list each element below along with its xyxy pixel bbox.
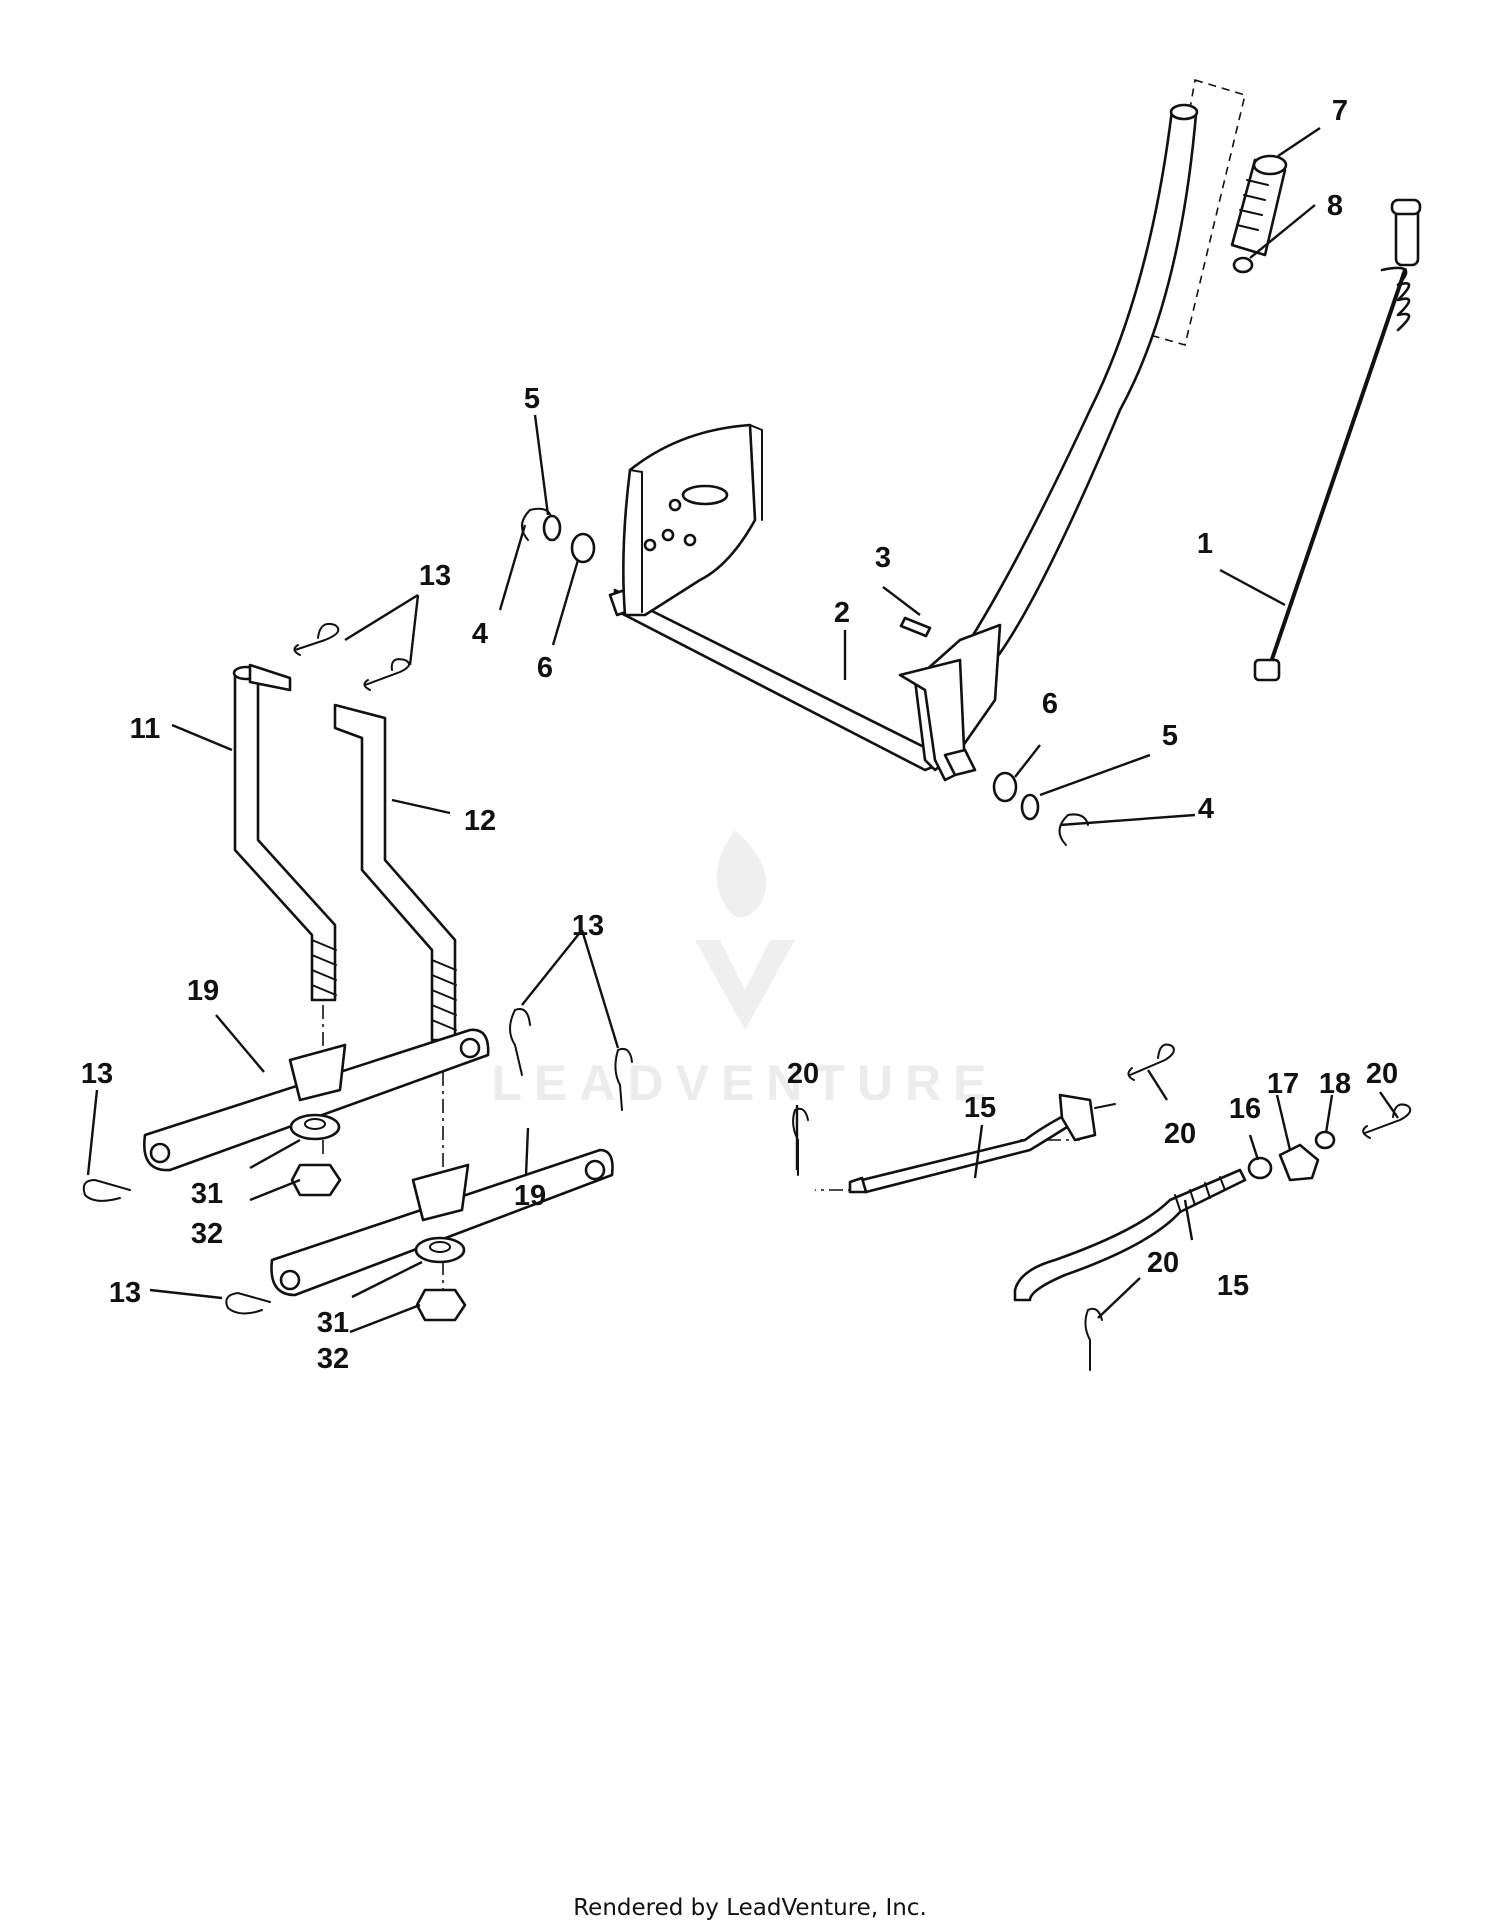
watermark: LEADVENTURE [491,830,998,1111]
part-15-rod-upper [848,1093,1116,1194]
part-8 [1232,256,1254,274]
callout-7: 7 [1332,95,1348,127]
part-12-rod [333,703,457,1042]
callout-4-left: 4 [472,618,488,650]
part-20-clip-c [1362,1103,1412,1139]
callout-15-upper: 15 [964,1092,996,1124]
callout-labels: 1 2 3 4 4 5 5 6 6 7 8 11 12 13 13 13 13 … [81,95,1398,1375]
part-18 [1314,1130,1336,1150]
part-6-left [570,532,596,564]
part-32-left [290,1163,342,1197]
part-13-clip-f [225,1291,271,1315]
callout-3: 3 [875,542,891,574]
part-7-grip [1230,154,1288,257]
callout-12: 12 [464,805,496,837]
callout-32-left: 32 [191,1218,223,1250]
callout-17: 17 [1267,1068,1299,1100]
callout-6-right: 6 [1042,688,1058,720]
part-13-clip-a [293,622,340,656]
callout-5-right: 5 [1162,720,1178,752]
part-32-right [415,1288,467,1322]
part-4-right [1058,813,1089,846]
part-13-clip-d [614,1047,633,1111]
callout-16: 16 [1229,1093,1261,1125]
part-1-cable [1253,198,1422,682]
part-13-clip-b [363,658,410,691]
callout-20-bottom: 20 [1147,1247,1179,1279]
callout-13-left: 13 [81,1058,113,1090]
callout-8: 8 [1327,190,1343,222]
callout-13-top: 13 [419,560,451,592]
callout-6-left: 6 [537,652,553,684]
part-2-lift-handle [608,103,1199,782]
part-13-clip-e [82,1178,131,1202]
callout-19-left: 19 [187,975,219,1007]
callout-31-right: 31 [317,1307,349,1339]
mounting-plate [622,423,763,617]
part-17 [1278,1143,1320,1182]
callout-18: 18 [1319,1068,1351,1100]
callout-2: 2 [834,597,850,629]
part-19-lift-link-left [142,1028,490,1172]
callout-11: 11 [130,713,161,745]
callout-13-middle: 13 [572,910,604,942]
part-13-clip-c [509,1008,531,1076]
part-19-lift-link-right [270,1148,614,1297]
part-5-left [542,514,562,542]
part-20-clip-b [1127,1043,1175,1081]
callout-31-left: 31 [191,1178,223,1210]
footer-credit: Rendered by LeadVenture, Inc. [573,1895,927,1921]
callout-20-right: 20 [1366,1058,1398,1090]
callout-20-left: 20 [787,1058,819,1090]
part-16 [1247,1156,1273,1180]
leader-lines [86,127,1399,1334]
part-20-clip-a [792,1107,809,1176]
watermark-text: LEADVENTURE [491,1055,998,1111]
part-31-right [414,1236,466,1264]
callout-5-left: 5 [524,383,540,415]
callout-19-right: 19 [514,1180,546,1212]
part-5-right [1020,793,1040,821]
part-3-key [899,616,932,638]
callout-13-bottom: 13 [109,1277,141,1309]
part-20-clip-d [1084,1307,1103,1371]
part-15-rod-lower [1013,1168,1247,1302]
callout-20-top: 20 [1164,1118,1196,1150]
callout-32-right: 32 [317,1343,349,1375]
callout-1: 1 [1197,528,1213,560]
part-6-right [992,771,1018,803]
callout-15-lower: 15 [1217,1270,1249,1302]
part-31-left [289,1113,341,1141]
part-11-rod [232,663,337,1002]
callout-4-right: 4 [1198,793,1214,825]
